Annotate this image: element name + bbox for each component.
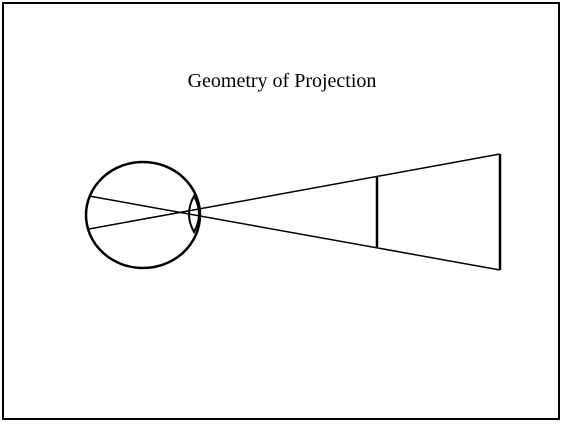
slide-frame [2,2,560,420]
lower-projection-ray [88,195,501,271]
slide-title: Geometry of Projection [187,70,377,92]
eyeball-circle [84,160,202,270]
eye-lens [188,193,200,235]
upper-projection-ray [88,153,501,230]
